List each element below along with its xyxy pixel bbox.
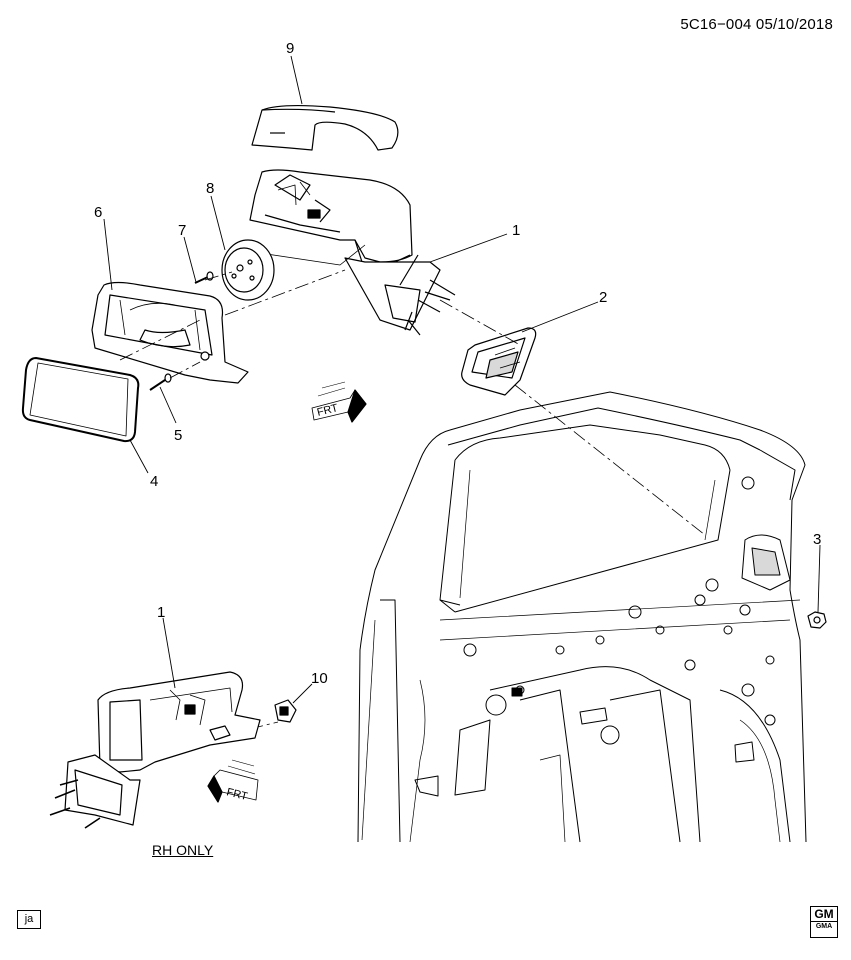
part-7-screw-upper xyxy=(194,271,214,284)
callout-5: 5 xyxy=(174,427,182,444)
callout-8: 8 xyxy=(206,180,214,197)
rh-only-note: RH ONLY xyxy=(152,842,214,858)
callout-2: 2 xyxy=(599,289,607,306)
frt-label-lower: FRT xyxy=(225,786,249,803)
callout-6: 6 xyxy=(94,204,102,221)
part-3-nut xyxy=(807,611,827,629)
callout-10: 10 xyxy=(311,670,328,687)
frt-arrow-upper xyxy=(311,381,367,423)
part-2-mirror-seal xyxy=(461,327,537,396)
part-9-mirror-cap xyxy=(251,104,399,151)
callout-3: 3 xyxy=(813,531,821,548)
gm-logo-text: GM xyxy=(814,907,834,921)
part-4-mirror-glass xyxy=(21,357,140,443)
part-1-mirror-housing-lower-rh xyxy=(49,671,261,829)
part-1-mirror-housing-upper xyxy=(239,169,456,336)
gm-logo-sub: GMA xyxy=(811,921,837,931)
frt-arrow-lower xyxy=(207,759,259,803)
callout-1-upper: 1 xyxy=(512,222,520,239)
illustrator-tag: ja xyxy=(17,910,41,929)
callout-1-lower: 1 xyxy=(157,604,165,621)
callout-4: 4 xyxy=(150,473,158,490)
part-8-actuator-disc xyxy=(221,239,275,301)
door-inner-panel xyxy=(357,391,807,843)
gm-logo: GM GMA xyxy=(810,906,838,938)
frt-label-upper: FRT xyxy=(316,402,340,419)
callout-9: 9 xyxy=(286,40,294,57)
part-5-screw-lower xyxy=(149,373,172,391)
part-6-mirror-frame xyxy=(91,281,249,384)
diagram-reference-header: 5C16−004 05/10/2018 xyxy=(680,16,833,33)
leader-lines xyxy=(103,55,821,704)
callout-7: 7 xyxy=(178,222,186,239)
part-10-connector xyxy=(274,699,297,723)
